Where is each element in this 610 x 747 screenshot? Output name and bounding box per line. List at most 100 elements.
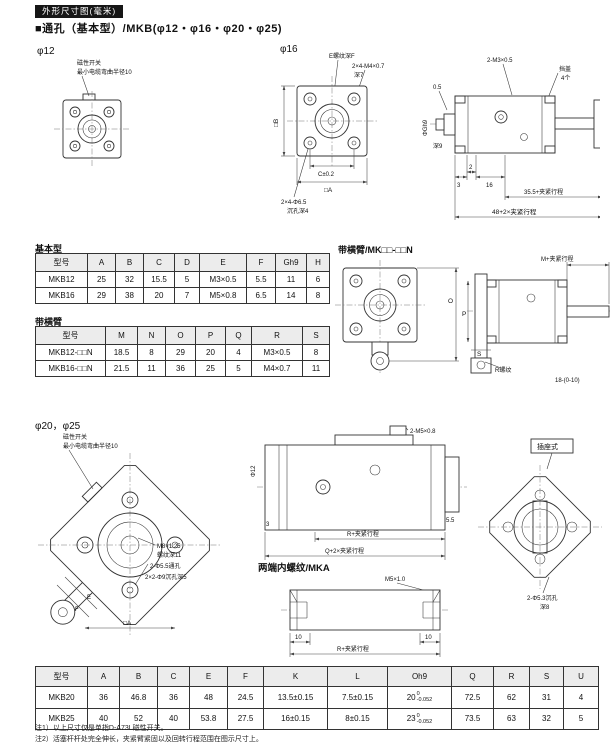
table-row: MKB20 36 46.8 36 48 24.5 13.5±0.15 7.5±0…: [35, 686, 599, 709]
cbore-label: 2×2-Φ9沉孔深5: [145, 573, 187, 581]
dim-f-label: F: [75, 607, 79, 613]
col-header: 型号: [35, 326, 106, 345]
cell: 4: [225, 344, 252, 361]
piston-rod: [554, 117, 595, 130]
cell: 40: [157, 707, 190, 731]
page-header-tag: 外形尺寸图(毫米): [35, 5, 124, 18]
cell: 38: [115, 287, 144, 304]
col-header: A: [87, 253, 116, 272]
dim-q-label: Q+2×夹紧行程: [325, 547, 364, 555]
table-row: MKB25 40 52 40 53.8 27.5 16±0.15 8±0.15 …: [35, 707, 599, 731]
col-header: Q: [451, 666, 494, 687]
col-header: D: [174, 253, 200, 272]
col-header: O: [165, 326, 196, 345]
model-cell: MKB12-□□N: [35, 344, 106, 361]
dim-10-right-label: 10: [425, 635, 432, 641]
model-cell: MKB20: [35, 686, 88, 709]
dim-e-label: E: [87, 595, 91, 601]
phi2025-front-view: 磁性开关 最小电缆弯曲半径10 M8×1.25 螺纹深11 2-Φ5.5通孔 2…: [38, 433, 222, 637]
tol-value: 23: [406, 714, 416, 724]
dim-s-label: S: [477, 351, 482, 358]
cbore-depth-label: 沉孔深4: [287, 207, 309, 215]
switch-rail: [334, 434, 414, 446]
cell: 31: [529, 686, 564, 709]
cell: 24.5: [227, 686, 264, 709]
arm-drawing-caption: 带横臂/MK□□-□□N: [338, 245, 413, 255]
cell: 5.5: [246, 271, 276, 288]
depth9-label: 深9: [433, 142, 443, 150]
cell: 21.5: [105, 360, 138, 377]
model-cell: MKB16: [35, 287, 88, 304]
tolerance-value: 23 0 -0.052: [407, 713, 433, 726]
cell: 72.5: [451, 686, 494, 709]
mka-thread-label: M5×1.0: [385, 577, 406, 583]
col-header: F: [246, 253, 276, 272]
col-header: E: [189, 666, 228, 687]
cell: 5: [174, 271, 200, 288]
col-header: P: [195, 326, 226, 345]
cell: 18.5: [105, 344, 138, 361]
col-header: N: [137, 326, 166, 345]
cell: 62: [493, 686, 530, 709]
ports-label: 2-M5×0.8: [410, 429, 436, 435]
col-header: U: [563, 666, 599, 687]
col-header: 型号: [35, 666, 88, 687]
dim-range-label: 18-(0-10): [555, 378, 580, 384]
cell: 15.5: [143, 271, 175, 288]
cell: 25: [87, 271, 116, 288]
r-thread-label: R螺纹: [495, 366, 511, 374]
cell: 5: [225, 360, 252, 377]
cell: 32: [529, 707, 564, 731]
phi12-front-view: φ12 磁性开关 最小电缆弯曲半径10: [37, 46, 132, 167]
tol-upper: 0: [416, 712, 420, 719]
dim-16-label: 16: [486, 183, 493, 189]
cell: 11: [137, 360, 166, 377]
bolt-holes-label: 2×4-M4×0.7: [352, 64, 385, 70]
cap-label: 挡盖: [559, 65, 571, 73]
cylinder-body: [486, 279, 568, 344]
ports-label: 2-M3×0.5: [487, 58, 513, 64]
bolt-holes-depth-label: 深7: [354, 71, 364, 79]
tol-upper: 0: [416, 691, 420, 697]
col-header: M: [105, 326, 138, 345]
col-header: C: [143, 253, 175, 272]
dim-o-label: O: [448, 298, 453, 305]
arm-dim-lines: O P: [389, 267, 470, 362]
cell: 36: [157, 686, 190, 709]
mka-side-view: M5×1.0 10 10 R+夹紧行程: [281, 577, 449, 657]
cell: 29: [87, 287, 116, 304]
socket-type-label: 插座式: [537, 442, 558, 451]
col-header: S: [302, 326, 330, 345]
cell: 4: [563, 686, 599, 709]
phi16-front-view: φ16 E螺纹深F 2×4-M4×0.7 深7 □B C±0.2 □A 2×4-…: [273, 44, 385, 215]
cell: M3×0.5: [199, 271, 247, 288]
cap-qty-label: 4个: [561, 75, 570, 82]
dim-c-label: C±0.2: [318, 172, 335, 178]
cell: 40: [87, 707, 120, 731]
cylinder-body: [264, 444, 446, 531]
cell: 13.5±0.15: [263, 686, 328, 709]
phi12-title: φ12: [37, 46, 55, 57]
cell: 36: [87, 686, 120, 709]
cell: 8: [137, 344, 166, 361]
tol-value: 20: [406, 692, 416, 702]
dim-05-label: 0.5: [433, 85, 442, 91]
piston-rod: [566, 305, 610, 318]
mka-dim-r-label: R+夹紧行程: [337, 645, 369, 653]
arm-side-view: M+夹紧行程 S R螺纹 18-(0-10): [467, 255, 610, 384]
rod-dia-label: ΦGh9: [423, 119, 429, 136]
dim-p-label: P: [462, 311, 466, 318]
cell: 8: [302, 344, 330, 361]
cell: 73.5: [451, 707, 494, 731]
side-view-basic: 2-M3×0.5 挡盖 4个 0.5 ΦGh9 深9 3 2 16 35.5+夹…: [423, 58, 600, 220]
table-row: MKB16-□□N 21.5 11 36 25 5 M4×0.7 11: [35, 360, 330, 377]
cell: 29: [165, 344, 196, 361]
cell: 20: [195, 344, 226, 361]
note-1: 注1）以上尺寸仅是单指D-A73L磁性开关。: [35, 725, 168, 732]
dim-3-label: 3: [266, 522, 270, 528]
magnetic-switch-label: 磁性开关: [63, 433, 87, 441]
dim-10-left-label: 10: [295, 635, 302, 641]
basic-table-caption: 基本型: [35, 244, 63, 254]
clamp-arm: [593, 99, 600, 149]
thread-depth-label: E螺纹深F: [329, 52, 355, 60]
